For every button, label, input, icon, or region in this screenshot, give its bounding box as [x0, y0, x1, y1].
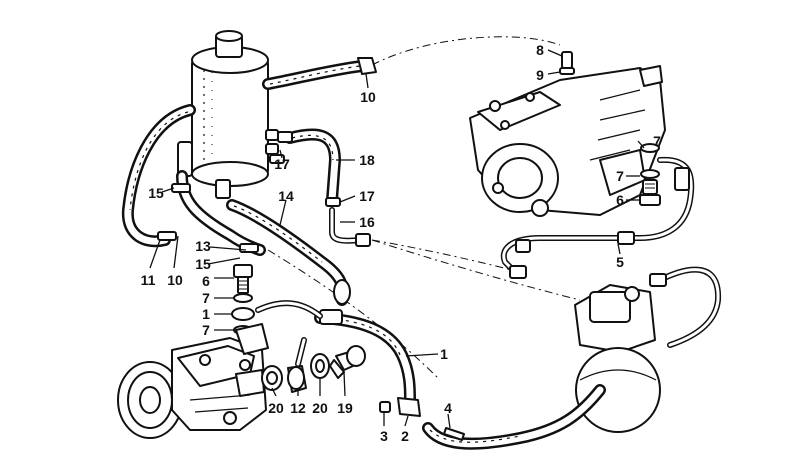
callout-7-washer-right-upper: 7 [653, 133, 661, 149]
callout-5-pressure-pipe: 5 [616, 254, 624, 270]
hose-14 [226, 199, 351, 306]
callout-15-clamp-lower: 15 [195, 256, 211, 272]
callout-10-hose: 10 [360, 89, 376, 105]
hose-1 [255, 300, 416, 406]
callout-1-hose: 1 [440, 346, 448, 362]
callout-14-hose: 14 [278, 188, 294, 204]
callout-7-washer-upper: 7 [202, 290, 210, 306]
callout-17-clamp-upper: 17 [274, 156, 290, 172]
callout-6-banjo-bolt-right: 6 [616, 192, 624, 208]
callout-20-seal-right: 20 [312, 400, 328, 416]
fittings-row [261, 337, 366, 393]
callout-16-pipe: 16 [359, 214, 375, 230]
callout-4-screw: 4 [444, 400, 452, 416]
callout-8-bolt: 8 [536, 42, 544, 58]
callout-6-banjo-bolt: 6 [202, 273, 210, 289]
callout-9-washer: 9 [536, 67, 544, 83]
callout-2-clamp: 2 [401, 428, 409, 444]
pipe-16 [329, 207, 371, 247]
leader-lines [149, 49, 645, 429]
callout-3-nut: 3 [380, 428, 388, 444]
callout-7-washer-right-lower: 7 [616, 168, 624, 184]
callout-1-hose-fitting: 1 [202, 306, 210, 322]
hose-10-return [262, 57, 377, 90]
banjo-bolt-left [231, 264, 255, 335]
callout-13-hose: 13 [195, 238, 211, 254]
callout-7-washer-lower: 7 [202, 322, 210, 338]
steering-gear [469, 51, 666, 217]
pressure-pipe-5 [500, 156, 695, 279]
callout-17-clamp-lower: 17 [359, 188, 375, 204]
callout-19-bolt: 19 [337, 400, 353, 416]
callout-20-seal-left: 20 [268, 400, 284, 416]
reference-lines [267, 36, 581, 381]
valve-assembly [574, 266, 722, 433]
hose-11-left [121, 104, 196, 248]
callout-11-hose: 11 [140, 272, 156, 288]
hose-18 [277, 128, 341, 206]
callout-18-hose: 18 [359, 152, 375, 168]
callout-12-banjo: 12 [290, 400, 306, 416]
power-steering-pump [117, 323, 269, 439]
callout-15-clamp-upper: 15 [148, 185, 164, 201]
return-hose-bottom [379, 384, 606, 450]
banjo-bolt-right [639, 143, 661, 206]
callout-10-clamp: 10 [167, 272, 183, 288]
